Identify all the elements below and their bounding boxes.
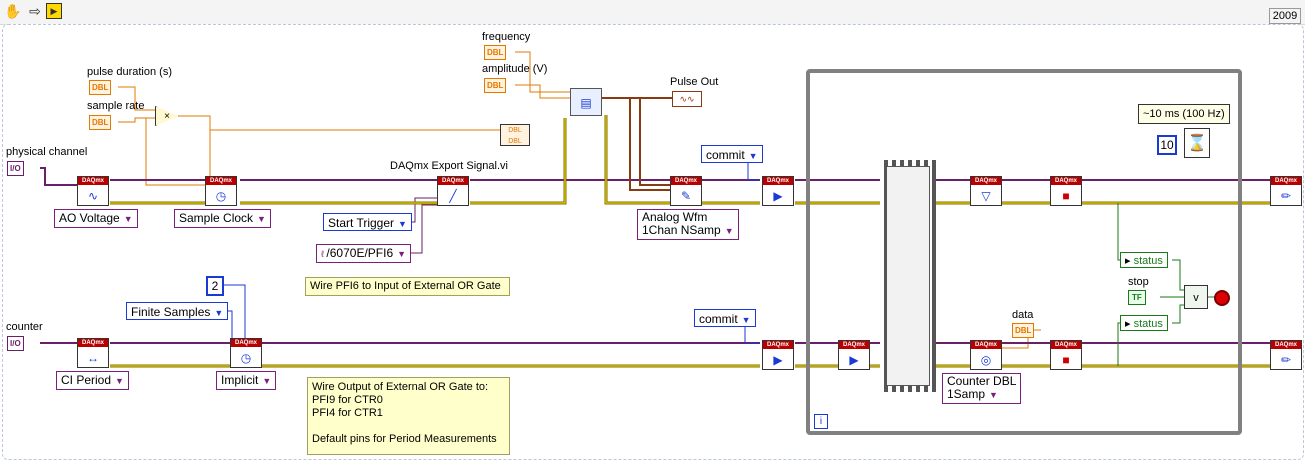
while-loop bbox=[806, 69, 1242, 435]
version-year: 2009 bbox=[1269, 8, 1301, 24]
daqmx-clear-top[interactable]: DAQmx✏ bbox=[1270, 176, 1302, 206]
samples-constant[interactable]: 2 bbox=[206, 276, 224, 296]
daqmx-start-bottom[interactable]: DAQmx▶ bbox=[838, 340, 870, 370]
frequency-label: frequency bbox=[482, 31, 531, 43]
compound-or-node: v bbox=[1184, 285, 1208, 309]
daqmx-timing-sample-clock[interactable]: DAQmx◷ bbox=[205, 176, 237, 206]
counter-control[interactable]: I/O bbox=[7, 336, 24, 351]
data-indicator: DBL bbox=[1012, 323, 1035, 338]
counter-label: counter bbox=[6, 321, 43, 333]
status-top: ▸ status bbox=[1120, 252, 1168, 268]
physical-channel-label: physical channel bbox=[6, 146, 88, 158]
pulse-out-indicator: ∿∿ bbox=[672, 91, 702, 107]
daqmx-export-signal[interactable]: DAQmx╱ bbox=[437, 176, 469, 206]
pulse-duration-label: pulse duration (s) bbox=[87, 66, 172, 78]
wait-ms-timer-vi[interactable]: ⌛ bbox=[1184, 128, 1210, 158]
external-or-gate-note: Wire Output of External OR Gate to: PFI9… bbox=[307, 377, 510, 455]
loop-iteration-terminal: i bbox=[814, 414, 828, 429]
loop-stop-terminal bbox=[1214, 290, 1230, 306]
flat-sequence-structure bbox=[880, 160, 936, 392]
physical-channel-control[interactable]: I/O bbox=[7, 161, 24, 176]
pfi6-note: Wire PFI6 to Input of External OR Gate bbox=[305, 277, 510, 296]
daqmx-wait-until-done[interactable]: DAQmx▽ bbox=[970, 176, 1002, 206]
timer-label: ~10 ms (100 Hz) bbox=[1138, 104, 1230, 124]
implicit-selector[interactable]: Implicit▼ bbox=[216, 371, 277, 390]
daqmx-create-channel-ci[interactable]: DAQmx↔ bbox=[77, 338, 109, 368]
commit-ring-bottom[interactable]: commit▼ bbox=[694, 309, 756, 327]
data-label: data bbox=[1012, 309, 1034, 321]
stop-control-terminal[interactable]: TF bbox=[1128, 290, 1146, 305]
hand-icon[interactable]: ✋ bbox=[4, 3, 22, 19]
daqmx-stop-top[interactable]: DAQmx■ bbox=[1050, 176, 1082, 206]
daqmx-clear-bottom[interactable]: DAQmx✏ bbox=[1270, 340, 1302, 370]
daqmx-read-counter[interactable]: DAQmx◎ bbox=[970, 340, 1002, 370]
pulse-out-label: Pulse Out bbox=[670, 76, 719, 88]
amplitude-label: amplitude (V) bbox=[482, 63, 548, 75]
status-bottom: ▸ status bbox=[1120, 315, 1168, 331]
pulse-duration-control[interactable]: DBL bbox=[89, 80, 112, 95]
daqmx-stop-bottom[interactable]: DAQmx■ bbox=[1050, 340, 1082, 370]
sample-rate-control[interactable]: DBL bbox=[89, 115, 112, 130]
export-signal-label: DAQmx Export Signal.vi bbox=[390, 160, 508, 172]
amplitude-control[interactable]: DBL bbox=[484, 78, 507, 93]
daqmx-timing-implicit[interactable]: DAQmx◷ bbox=[230, 338, 262, 368]
stop-label: stop bbox=[1128, 276, 1149, 288]
labview-icon[interactable]: ▶ bbox=[46, 3, 62, 19]
wait-ms-constant[interactable]: 10 bbox=[1157, 135, 1177, 155]
sample-clock-selector[interactable]: Sample Clock▼ bbox=[174, 209, 271, 228]
waveform-generator-vi[interactable]: ▤ bbox=[570, 88, 602, 116]
daqmx-write-analog-wfm[interactable]: DAQmx✎ bbox=[670, 176, 702, 206]
daqmx-commit-top[interactable]: DAQmx▶ bbox=[762, 176, 794, 206]
start-trigger-ring[interactable]: Start Trigger▼ bbox=[323, 213, 412, 231]
commit-ring-top[interactable]: commit▼ bbox=[701, 145, 763, 163]
finite-samples-ring[interactable]: Finite Samples▼ bbox=[126, 302, 229, 320]
daqmx-create-channel-ao[interactable]: DAQmx∿ bbox=[77, 176, 109, 206]
daqmx-commit-bottom[interactable]: DAQmx▶ bbox=[762, 340, 794, 370]
ci-period-selector[interactable]: CI Period▼ bbox=[56, 371, 129, 390]
sample-rate-label: sample rate bbox=[87, 100, 145, 112]
ao-voltage-selector[interactable]: AO Voltage▼ bbox=[54, 209, 138, 228]
arrow-icon[interactable]: ⇨ bbox=[29, 3, 41, 19]
pfi-channel-constant[interactable]: ℓ /6070E/PFI6▼ bbox=[316, 244, 412, 263]
frequency-control[interactable]: DBL bbox=[484, 45, 507, 60]
